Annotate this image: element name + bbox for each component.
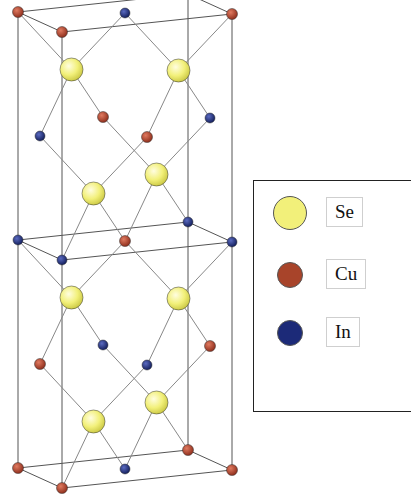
cell-edge — [62, 470, 232, 488]
se-atom — [145, 163, 168, 186]
cu-atom — [142, 132, 153, 143]
bond-line — [18, 12, 72, 70]
in-atom — [205, 113, 215, 123]
legend-swatch — [277, 320, 303, 346]
bonds — [18, 12, 232, 488]
cu-atom — [205, 341, 216, 352]
cu-atom — [13, 463, 24, 474]
in-atom — [227, 237, 237, 247]
bond-line — [103, 345, 157, 403]
se-atom — [82, 410, 105, 433]
in-atom — [98, 340, 108, 350]
cell-edge — [18, 222, 188, 240]
cu-atom — [35, 359, 46, 370]
se-atom — [60, 58, 83, 81]
se-atom — [145, 391, 168, 414]
in-atom — [57, 255, 67, 265]
in-atom — [35, 131, 45, 141]
in-atom — [120, 464, 130, 474]
cell-edge — [62, 14, 232, 32]
bond-line — [125, 13, 179, 71]
cell-edge — [188, 0, 232, 14]
se-atom — [60, 286, 83, 309]
cu-atom — [120, 236, 131, 247]
legend-swatch — [273, 196, 307, 230]
cu-atom — [98, 112, 109, 123]
unit-cell-edges — [18, 0, 232, 488]
se-atom — [167, 59, 190, 82]
legend-swatch — [277, 262, 303, 288]
legend-entry: Cu — [254, 255, 411, 295]
bond-line — [40, 364, 94, 422]
cell-edge — [18, 240, 62, 260]
cell-edge — [18, 0, 188, 12]
cell-edge — [62, 242, 232, 260]
bond-line — [18, 240, 72, 298]
cell-edge — [18, 12, 62, 32]
cu-atom — [227, 9, 238, 20]
cu-atom — [57, 27, 68, 38]
bond-line — [125, 241, 179, 299]
legend-label: In — [326, 317, 360, 347]
bond-line — [40, 136, 94, 194]
cu-atom — [183, 445, 194, 456]
se-atom — [167, 287, 190, 310]
cell-edge — [18, 468, 62, 488]
bond-line — [103, 117, 157, 175]
cu-atom — [13, 7, 24, 18]
cell-edge — [188, 450, 232, 470]
legend-panel: SeCuIn — [253, 180, 411, 412]
atoms — [13, 0, 238, 494]
in-atom — [13, 235, 23, 245]
legend-label: Se — [326, 197, 363, 227]
legend-label: Cu — [326, 259, 366, 289]
in-atom — [142, 360, 152, 370]
in-atom — [120, 8, 130, 18]
legend-entry: Se — [254, 193, 411, 233]
cu-atom — [227, 465, 238, 476]
cu-atom — [57, 483, 68, 494]
se-atom — [82, 182, 105, 205]
legend-entry: In — [254, 313, 411, 353]
in-atom — [183, 217, 193, 227]
cell-edge — [18, 450, 188, 468]
cell-edge — [188, 222, 232, 242]
